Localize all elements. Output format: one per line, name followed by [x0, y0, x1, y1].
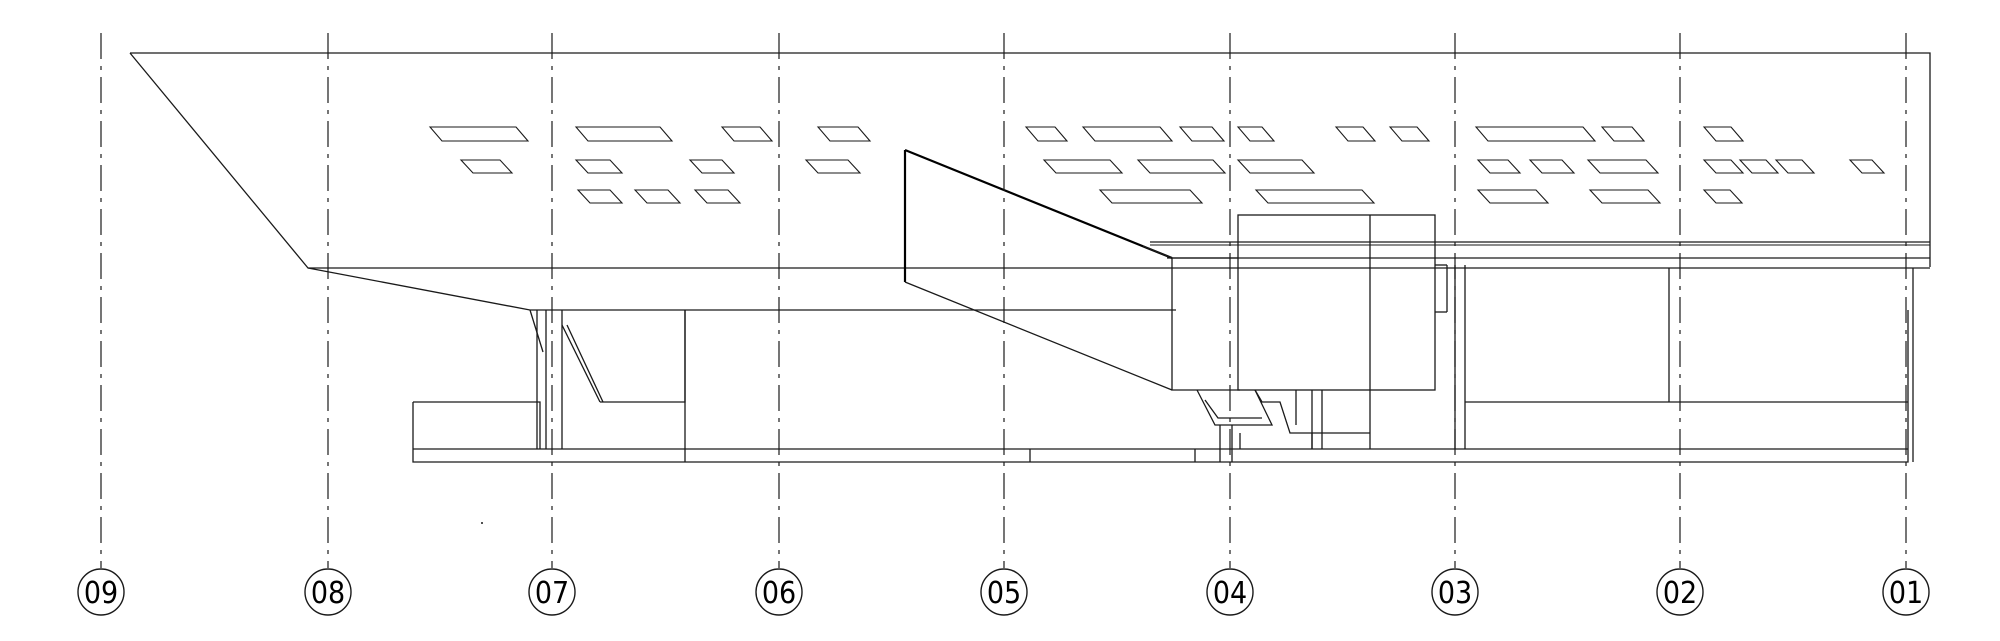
skylight-opening: [1528, 159, 1576, 174]
canopy-openings: [428, 126, 1886, 204]
skylight-opening: [1738, 159, 1780, 174]
mechanism-frame: [1196, 389, 1274, 426]
skylight-opening: [1388, 126, 1431, 142]
grid-bubble: [304, 568, 352, 616]
skylight-opening: [459, 159, 514, 174]
grid-axis-03: 03: [1431, 33, 1479, 616]
grid-axis-04: 04: [1206, 33, 1254, 616]
skylight-opening: [1702, 126, 1745, 142]
skylight-opening: [1586, 159, 1660, 174]
grid-label-03: 03: [1438, 576, 1472, 611]
grid-label-01: 01: [1889, 576, 1923, 611]
grid-axis-06: 06: [755, 33, 803, 616]
grid-axis-02: 02: [1656, 33, 1704, 616]
grid-bubble: [77, 568, 125, 616]
skylight-opening: [574, 126, 674, 142]
skylight-opening: [720, 126, 774, 142]
feature-block-top: [904, 148, 1173, 260]
skylight-opening: [816, 126, 872, 142]
grid-axis-08: 08: [304, 33, 352, 616]
grid-axis-05: 05: [980, 33, 1028, 616]
skylight-opening: [804, 159, 862, 174]
skylight-opening: [1474, 126, 1597, 142]
skylight-opening: [1848, 159, 1886, 174]
mechanism-inner: [1204, 399, 1262, 419]
skylight-opening: [1098, 189, 1204, 204]
soffit-slope: [307, 267, 1176, 311]
grid-axis-07: 07: [528, 33, 576, 616]
left-diagonal-a: [561, 324, 601, 403]
grid-bubble: [1431, 568, 1479, 616]
grid-axis-09: 09: [77, 33, 125, 616]
skylight-opening: [1476, 189, 1550, 204]
grid-label-08: 08: [311, 576, 345, 611]
skylight-opening: [1254, 189, 1376, 204]
mechanism-step: [1254, 389, 1313, 449]
skylight-opening: [1334, 126, 1377, 142]
skylight-opening: [1702, 189, 1744, 204]
stray-mark: [481, 522, 483, 524]
skylight-opening: [1024, 126, 1069, 142]
skylight-opening: [574, 159, 624, 174]
skylight-opening: [1588, 189, 1662, 204]
left-ledge: [600, 310, 686, 403]
grid-label-07: 07: [535, 576, 569, 611]
building-elevation: [129, 52, 1931, 463]
feature-block-cap: [1142, 245, 1173, 259]
skylight-opening: [1476, 159, 1522, 174]
podium-outline: [412, 402, 1909, 463]
skylight-opening: [1774, 159, 1816, 174]
skylight-opening: [1236, 126, 1276, 142]
grid-bubble: [1206, 568, 1254, 616]
skylight-opening: [1081, 126, 1174, 142]
skylight-opening: [1042, 159, 1124, 174]
grid-label-02: 02: [1663, 576, 1697, 611]
main-box: [1237, 214, 1436, 391]
skylight-opening: [693, 189, 742, 204]
skylight-opening: [1136, 159, 1227, 174]
podium-left-block: [413, 401, 541, 449]
grid-bubble: [980, 568, 1028, 616]
grid-bubble: [528, 568, 576, 616]
grid-axes: 09 08 07 06 05 04 03: [77, 33, 1930, 616]
skylight-opening: [1178, 126, 1226, 142]
grid-label-04: 04: [1213, 576, 1247, 611]
feature-block-bottom: [904, 281, 1173, 391]
grid-bubble: [1882, 568, 1930, 616]
grid-label-05: 05: [987, 576, 1021, 611]
skylight-opening: [633, 189, 682, 204]
left-diagonal-b: [566, 324, 604, 403]
grid-bubble: [1656, 568, 1704, 616]
skylight-opening: [688, 159, 736, 174]
feature-block-face: [1171, 258, 1240, 391]
grid-axis-01: 01: [1882, 33, 1930, 616]
grid-label-06: 06: [762, 576, 796, 611]
grid-bubble: [755, 568, 803, 616]
skylight-opening: [1600, 126, 1646, 142]
canopy-slope: [129, 52, 1930, 269]
grid-label-09: 09: [84, 576, 118, 611]
skylight-opening: [1236, 159, 1316, 174]
skylight-opening: [576, 189, 624, 204]
skylight-opening: [428, 126, 530, 142]
canopy-outline: [130, 52, 1931, 267]
skylight-opening: [1702, 159, 1745, 174]
